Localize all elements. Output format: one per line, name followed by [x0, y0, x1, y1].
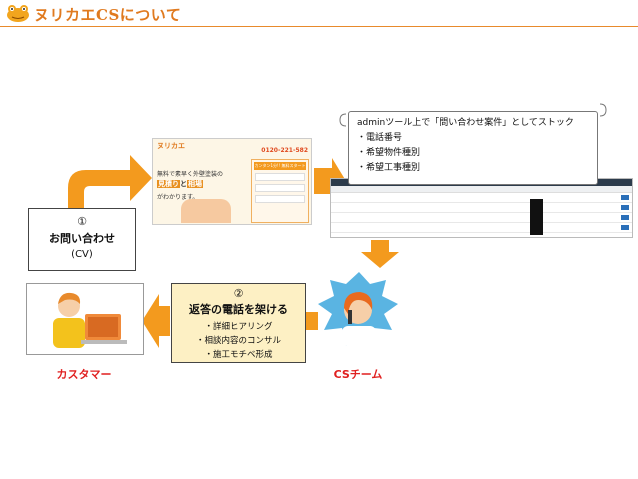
lp-headline-1: 無料で素早く外壁塗装の: [157, 169, 223, 178]
lp-screenshot: ヌリカエ 0120-221-582 無料で素早く外壁塗装の 見積りと相場 がわか…: [152, 138, 312, 225]
row-action-button[interactable]: [621, 205, 629, 210]
inquiry-label: お問い合わせ: [29, 230, 135, 246]
arrow-inquiry-to-lp: [68, 155, 152, 208]
arrow-cs-to-call: [305, 312, 318, 330]
inquiry-number: ①: [29, 215, 135, 228]
redacted-block: [530, 199, 543, 235]
call-item: ・施工モチベ形成: [172, 348, 305, 360]
arrow-admin-to-cs: [361, 240, 399, 268]
table-row[interactable]: [331, 193, 632, 203]
call-number: ②: [172, 287, 305, 300]
lp-form-field[interactable]: [255, 173, 305, 181]
call-item: ・詳細ヒアリング: [172, 320, 305, 332]
lp-headline-2b: と: [180, 180, 187, 188]
lp-cta-button[interactable]: カンタン1分!! 無料スタート: [254, 162, 306, 170]
lp-headline-2: 見積りと相場: [157, 179, 203, 189]
inquiry-sub: (CV): [29, 249, 135, 260]
inquiry-box: ① お問い合わせ (CV): [28, 208, 136, 271]
row-action-button[interactable]: [621, 215, 629, 220]
lp-phone: 0120-221-582: [261, 147, 308, 154]
row-action-button[interactable]: [621, 195, 629, 200]
table-row[interactable]: [331, 213, 632, 223]
cs-team-label: CSチーム: [318, 366, 398, 382]
call-label: 返答の電話を架ける: [172, 301, 305, 317]
lp-headline-2a: 見積り: [157, 180, 180, 188]
call-item: ・相談内容のコンサル: [172, 334, 305, 346]
lp-form-panel: カンタン1分!! 無料スタート: [251, 159, 309, 223]
table-row[interactable]: [331, 223, 632, 233]
lp-illustration: [181, 199, 231, 223]
table-row[interactable]: [331, 203, 632, 213]
scroll-curls: [338, 100, 610, 192]
call-box: ② 返答の電話を架ける ・詳細ヒアリング ・相談内容のコンサル ・施工モチベ形成: [171, 283, 306, 363]
lp-headline-2c: 相場: [187, 180, 203, 188]
cs-team-illustration: [318, 270, 400, 356]
customer-illustration: [26, 283, 144, 355]
row-action-button[interactable]: [621, 225, 629, 230]
customer-label: カスタマー: [26, 366, 142, 382]
arrow-call-to-customer: [142, 294, 170, 348]
lp-logo: ヌリカエ: [157, 141, 185, 151]
lp-form-field[interactable]: [255, 184, 305, 192]
lp-form-field[interactable]: [255, 195, 305, 203]
